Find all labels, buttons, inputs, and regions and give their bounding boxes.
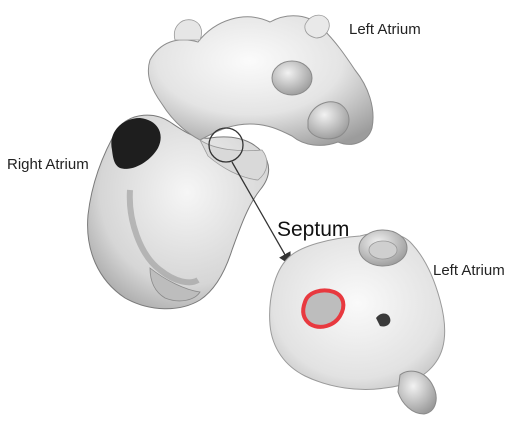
label-septum: Septum [277,218,349,241]
left-atrium-bottom-body [270,233,445,390]
left-atrium-top-appendage [174,20,201,40]
left-atrium-bottom-vein-opening [369,241,397,259]
septum-red-outline [303,290,343,326]
label-left-atrium-top: Left Atrium [349,21,421,38]
left-atrium-top-vein-ring [272,61,312,95]
label-right-atrium: Right Atrium [7,156,89,173]
left-atrium-bottom-model [270,230,445,414]
left-atrium-bottom-vein-lower [398,371,436,414]
right-atrium-model [88,115,269,309]
label-left-atrium-bottom: Left Atrium [433,262,505,279]
